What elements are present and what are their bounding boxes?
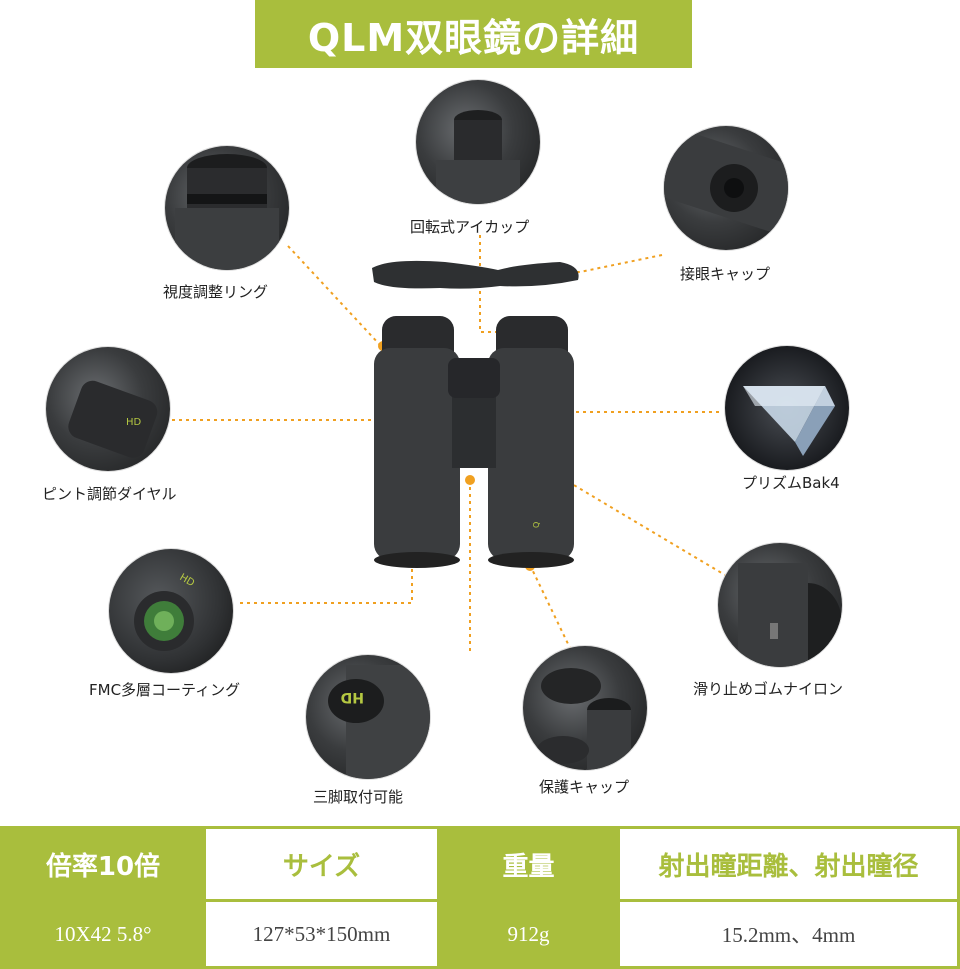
- spec-header-magnification: 倍率10倍: [0, 826, 206, 902]
- spec-value-weight: 912g: [437, 899, 620, 969]
- spec-value-magnification: 10X42 5.8°: [0, 899, 206, 969]
- protective-cap-closeup-icon: [537, 668, 631, 770]
- feature-circle-focus-dial: HD: [46, 347, 170, 471]
- feature-circle-protective-cap: [523, 646, 647, 770]
- feature-label-diopter: 視度調整リング: [163, 283, 269, 301]
- feature-circle-coating: HD: [109, 549, 233, 673]
- feature-label-protective-cap: 保護キャップ: [539, 778, 630, 796]
- spec-value-eye-relief: 15.2mm、4mm: [617, 899, 960, 969]
- binoculars-image: Q: [372, 260, 579, 568]
- feature-circle-diopter: [165, 146, 289, 270]
- spec-header-row: 倍率10倍 サイズ 重量 射出瞳距離、射出瞳径: [0, 826, 960, 902]
- feature-label-tripod: 三脚取付可能: [313, 788, 404, 806]
- svg-text:HD: HD: [126, 417, 142, 428]
- feature-circle-armor: [718, 543, 842, 667]
- feature-circle-tripod: HD: [306, 655, 430, 779]
- ocular-cap-closeup-icon: [664, 128, 788, 234]
- svg-text:Q: Q: [532, 522, 541, 528]
- feature-circle-eyecup: [416, 80, 540, 204]
- spec-header-weight: 重量: [437, 826, 620, 902]
- spec-value-size: 127*53*150mm: [203, 899, 440, 969]
- feature-circle-prism: [725, 346, 849, 470]
- spec-table: 倍率10倍 サイズ 重量 射出瞳距離、射出瞳径 10X42 5.8° 127*5…: [0, 826, 960, 969]
- spec-header-size: サイズ: [203, 826, 440, 902]
- tripod-mount-closeup-icon: HD: [328, 665, 430, 779]
- feature-label-armor: 滑り止めゴムナイロン: [693, 680, 844, 698]
- feature-label-ocular-cap: 接眼キャップ: [680, 265, 771, 283]
- rubber-armor-closeup-icon: [738, 563, 842, 667]
- spec-header-eye-relief: 射出瞳距離、射出瞳径: [617, 826, 960, 902]
- svg-text:HD: HD: [341, 689, 364, 705]
- prism-icon: [743, 386, 835, 456]
- feature-label-focus-dial: ピント調節ダイヤル: [42, 485, 177, 503]
- feature-label-eyecup: 回転式アイカップ: [410, 218, 530, 236]
- focus-dial-closeup-icon: HD: [68, 380, 158, 458]
- eyecup-closeup-icon: [436, 110, 520, 204]
- svg-text:HD: HD: [178, 572, 197, 589]
- page-title: QLM双眼鏡の詳細: [255, 0, 692, 68]
- lens-coating-closeup-icon: HD: [134, 572, 197, 651]
- feature-label-coating: FMC多層コーティング: [89, 681, 241, 699]
- feature-circle-ocular-cap: [664, 126, 788, 250]
- feature-label-prism: プリズムBak4: [742, 474, 840, 492]
- spec-value-row: 10X42 5.8° 127*53*150mm 912g 15.2mm、4mm: [0, 899, 960, 969]
- diopter-ring-closeup-icon: [175, 154, 279, 270]
